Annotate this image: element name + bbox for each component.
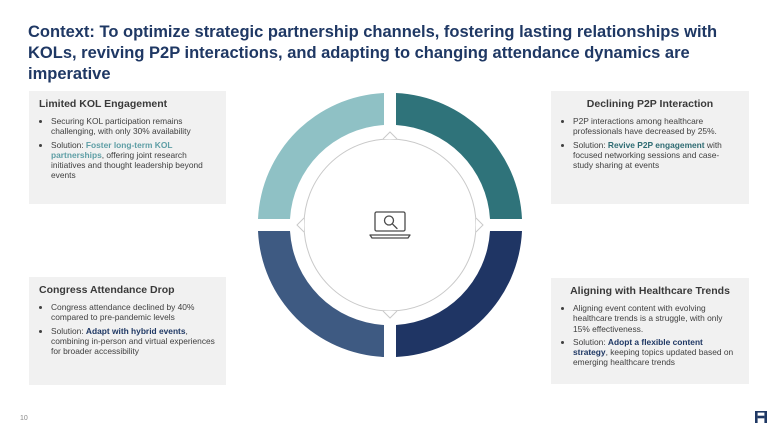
page-number: 10 — [20, 415, 28, 422]
card-declining-p2p-interaction: Declining P2P Interaction P2P interactio… — [551, 91, 749, 204]
bullet-solution: Solution: Revive P2P engagement with foc… — [573, 140, 739, 171]
card-congress-attendance-drop: Congress Attendance Drop Congress attend… — [29, 277, 226, 385]
solution-prefix: Solution: — [573, 336, 608, 347]
segment-bottom-left — [258, 231, 384, 357]
segment-bottom-right — [396, 231, 522, 357]
bullet-challenge: Congress attendance declined by 40% comp… — [51, 302, 216, 323]
solution-text: , keeping topics updated based on emergi… — [573, 347, 734, 368]
brand-logo-icon — [755, 411, 767, 423]
bullet-challenge: Securing KOL participation remains chall… — [51, 116, 216, 137]
segment-top-right — [396, 93, 522, 219]
bullet-solution: Solution: Adopt a flexible content strat… — [573, 337, 739, 368]
card-bullets: Aligning event content with evolving hea… — [561, 303, 739, 368]
bullet-solution: Solution: Adapt with hybrid events, comb… — [51, 326, 216, 357]
solution-prefix: Solution: — [51, 325, 86, 336]
solution-highlight: Revive P2P engagement — [607, 139, 705, 150]
solution-text: , combining in-person and virtual experi… — [51, 325, 215, 357]
card-bullets: Congress attendance declined by 40% comp… — [39, 302, 216, 356]
solution-text: with focused networking sessions and cas… — [573, 139, 722, 171]
solution-highlight: Adapt with hybrid events — [85, 325, 186, 336]
solution-prefix: Solution: — [573, 139, 608, 150]
card-bullets: Securing KOL participation remains chall… — [39, 116, 216, 181]
card-heading: Aligning with Healthcare Trends — [570, 285, 730, 297]
page-title: Context: To optimize strategic partnersh… — [28, 23, 718, 83]
card-aligning-healthcare-trends: Aligning with Healthcare Trends Aligning… — [551, 278, 749, 384]
card-heading: Congress Attendance Drop — [39, 284, 175, 296]
solution-text: , offering joint research initiatives an… — [51, 149, 203, 181]
four-segment-ring — [258, 93, 522, 357]
ring-arrows — [296, 131, 484, 319]
card-bullets: P2P interactions among healthcare profes… — [561, 116, 739, 170]
card-heading: Limited KOL Engagement — [39, 98, 168, 110]
bullet-challenge: Aligning event content with evolving hea… — [573, 303, 739, 334]
segment-top-left — [258, 93, 384, 219]
bullet-solution: Solution: Foster long-term KOL partnersh… — [51, 140, 216, 181]
solution-highlight: Foster long-term KOL partnerships — [51, 139, 173, 160]
card-limited-kol-engagement: Limited KOL Engagement Securing KOL part… — [29, 91, 226, 204]
card-heading: Declining P2P Interaction — [586, 98, 714, 110]
solution-prefix: Solution: — [51, 139, 86, 150]
solution-highlight: Adopt a flexible content strategy — [573, 336, 703, 358]
bullet-challenge: P2P interactions among healthcare profes… — [573, 116, 739, 137]
laptop-search-icon — [369, 211, 411, 239]
